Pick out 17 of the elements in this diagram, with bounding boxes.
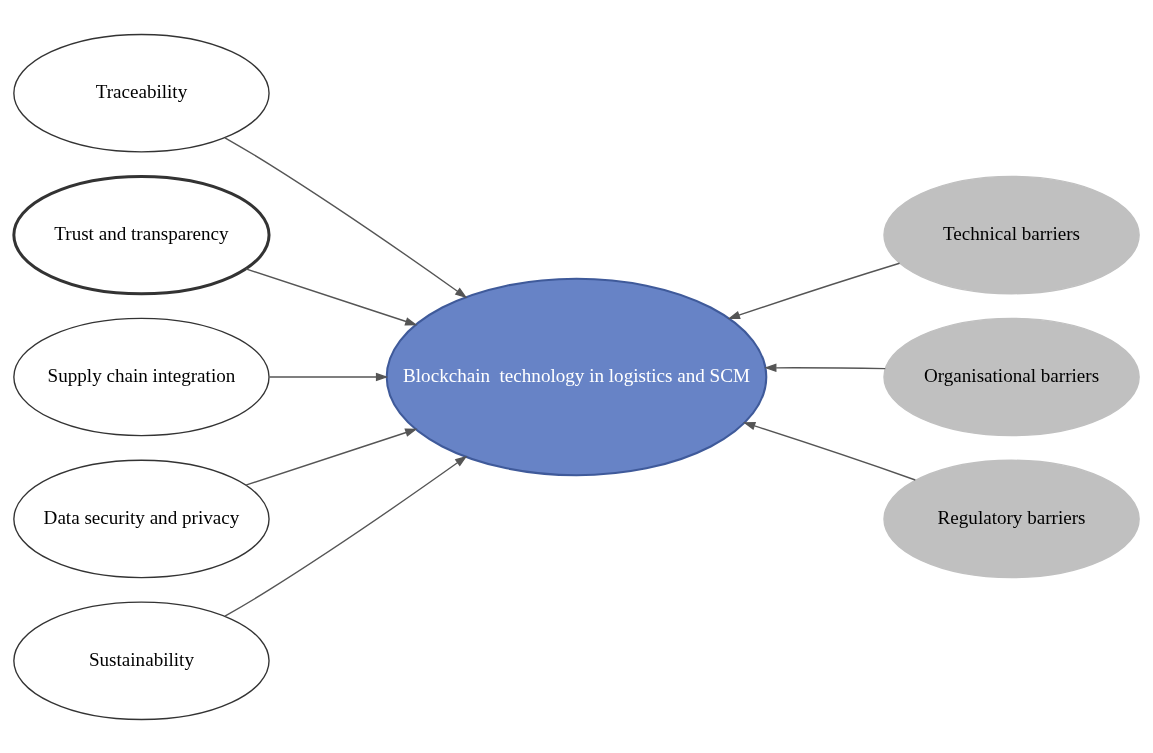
arrow xyxy=(764,363,886,372)
arrow xyxy=(245,428,418,486)
arrow xyxy=(727,262,901,319)
arrow xyxy=(224,136,468,298)
node-ellipse: Technical barriers xyxy=(883,175,1140,294)
arrow xyxy=(268,372,389,381)
node-ellipse: Regulatory barriers xyxy=(883,459,1140,578)
node-ellipse: Sustainability xyxy=(13,601,270,720)
arrow xyxy=(743,421,916,481)
arrow xyxy=(224,455,468,617)
node-ellipse: Organisational barriers xyxy=(883,317,1140,436)
node-ellipse: Blockchain technology in logistics and SCM xyxy=(385,277,768,476)
arrow xyxy=(245,267,418,325)
node-ellipse: Data security and privacy xyxy=(13,459,270,578)
node-ellipse: Supply chain integration xyxy=(13,317,270,436)
node-ellipse: Trust and transparency xyxy=(12,174,271,295)
node-ellipse: Traceability xyxy=(13,33,270,152)
